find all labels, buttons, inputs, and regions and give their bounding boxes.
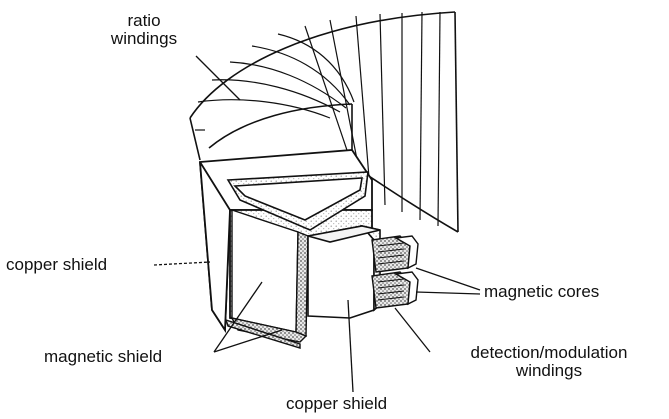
magnetic-cores-label: magnetic cores <box>484 282 600 301</box>
ratio-windings-line-2: windings <box>110 28 178 48</box>
detection-windings-line-1: detection/modulation <box>470 343 628 362</box>
magnetic-shield-label: magnetic shield <box>44 347 163 366</box>
leader-lines <box>153 55 481 393</box>
detection-modulation-windings-label: detection/modulation windings <box>434 344 664 380</box>
magnetic-cores-drawing <box>371 235 419 309</box>
detection-windings-line-2: windings <box>515 360 583 380</box>
ratio-windings-line-1: ratio <box>127 11 161 30</box>
magnetic-shield-plates <box>224 209 309 349</box>
ratio-windings-label: ratio windings <box>104 12 184 48</box>
inner-copper-shield <box>307 224 381 319</box>
copper-shield-bottom-label: copper shield <box>286 394 388 413</box>
copper-shield-left-label: copper shield <box>6 255 108 274</box>
magnetic-shield-top <box>226 171 369 231</box>
